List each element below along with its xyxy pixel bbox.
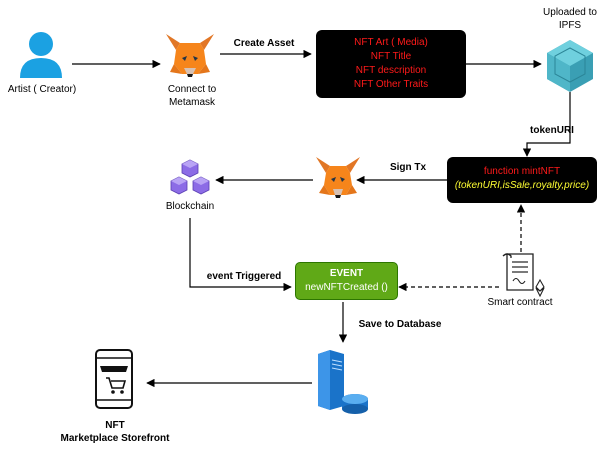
- smart-contract-icon: [502, 253, 545, 298]
- ipfs-label-line1: Uploaded to: [543, 7, 597, 18]
- connect-metamask-line1: Connect to: [167, 84, 217, 95]
- connectors: [72, 49, 571, 388]
- ipfs-label-line2: IPFS: [558, 20, 582, 31]
- storefront-label: NFT Marketplace Storefront: [55, 419, 175, 445]
- event-title: EVENT: [329, 268, 364, 279]
- save-db-label: Save to Database: [358, 319, 442, 330]
- nft-details-line-3: NFT Other Traits: [353, 79, 429, 90]
- blockchain-label: Blockchain: [165, 201, 215, 212]
- storefront-line1: NFT: [105, 420, 125, 431]
- nft-details-line-2: NFT description: [355, 65, 427, 76]
- nft-details-line-1: NFT Title: [370, 51, 412, 62]
- nft-details-box: NFT Art ( Media) NFT Title NFT descripti…: [316, 30, 466, 98]
- person-icon: [20, 32, 62, 78]
- ipfs-cube-icon: [547, 40, 593, 92]
- blockchain-icon: [170, 159, 210, 195]
- sign-tx-label: Sign Tx: [389, 162, 427, 173]
- storefront-icon: [95, 349, 133, 409]
- event-name: newNFTCreated (): [305, 282, 388, 293]
- create-asset-label: Create Asset: [233, 38, 295, 49]
- connect-metamask-label: Connect to Metamask: [152, 83, 232, 109]
- token-uri-label: tokenURI: [530, 125, 574, 136]
- database-server-icon: [318, 350, 368, 414]
- connect-metamask-line2: Metamask: [168, 97, 216, 108]
- ipfs-label: Uploaded to IPFS: [530, 6, 607, 32]
- artist-label: Artist ( Creator): [7, 84, 77, 95]
- storefront-line2: Marketplace Storefront: [60, 433, 170, 444]
- metamask-fox-icon: [166, 34, 214, 77]
- smart-contract-label: Smart contract: [487, 297, 553, 308]
- edge-ipfs-to-mint: [522, 92, 571, 157]
- nft-details-line-0: NFT Art ( Media): [354, 37, 428, 48]
- mint-function-box: function mintNFT (tokenURI,isSale,royalt…: [447, 157, 597, 203]
- mint-function-params: (tokenURI,isSale,royalty,price): [454, 180, 590, 191]
- event-triggered-label: event Triggered: [206, 271, 282, 282]
- metamask-fox-icon: [316, 157, 360, 198]
- event-box: EVENT newNFTCreated (): [295, 262, 398, 300]
- edge-blockchain-to-event: [189, 218, 292, 292]
- mint-function-title: function mintNFT: [483, 166, 561, 177]
